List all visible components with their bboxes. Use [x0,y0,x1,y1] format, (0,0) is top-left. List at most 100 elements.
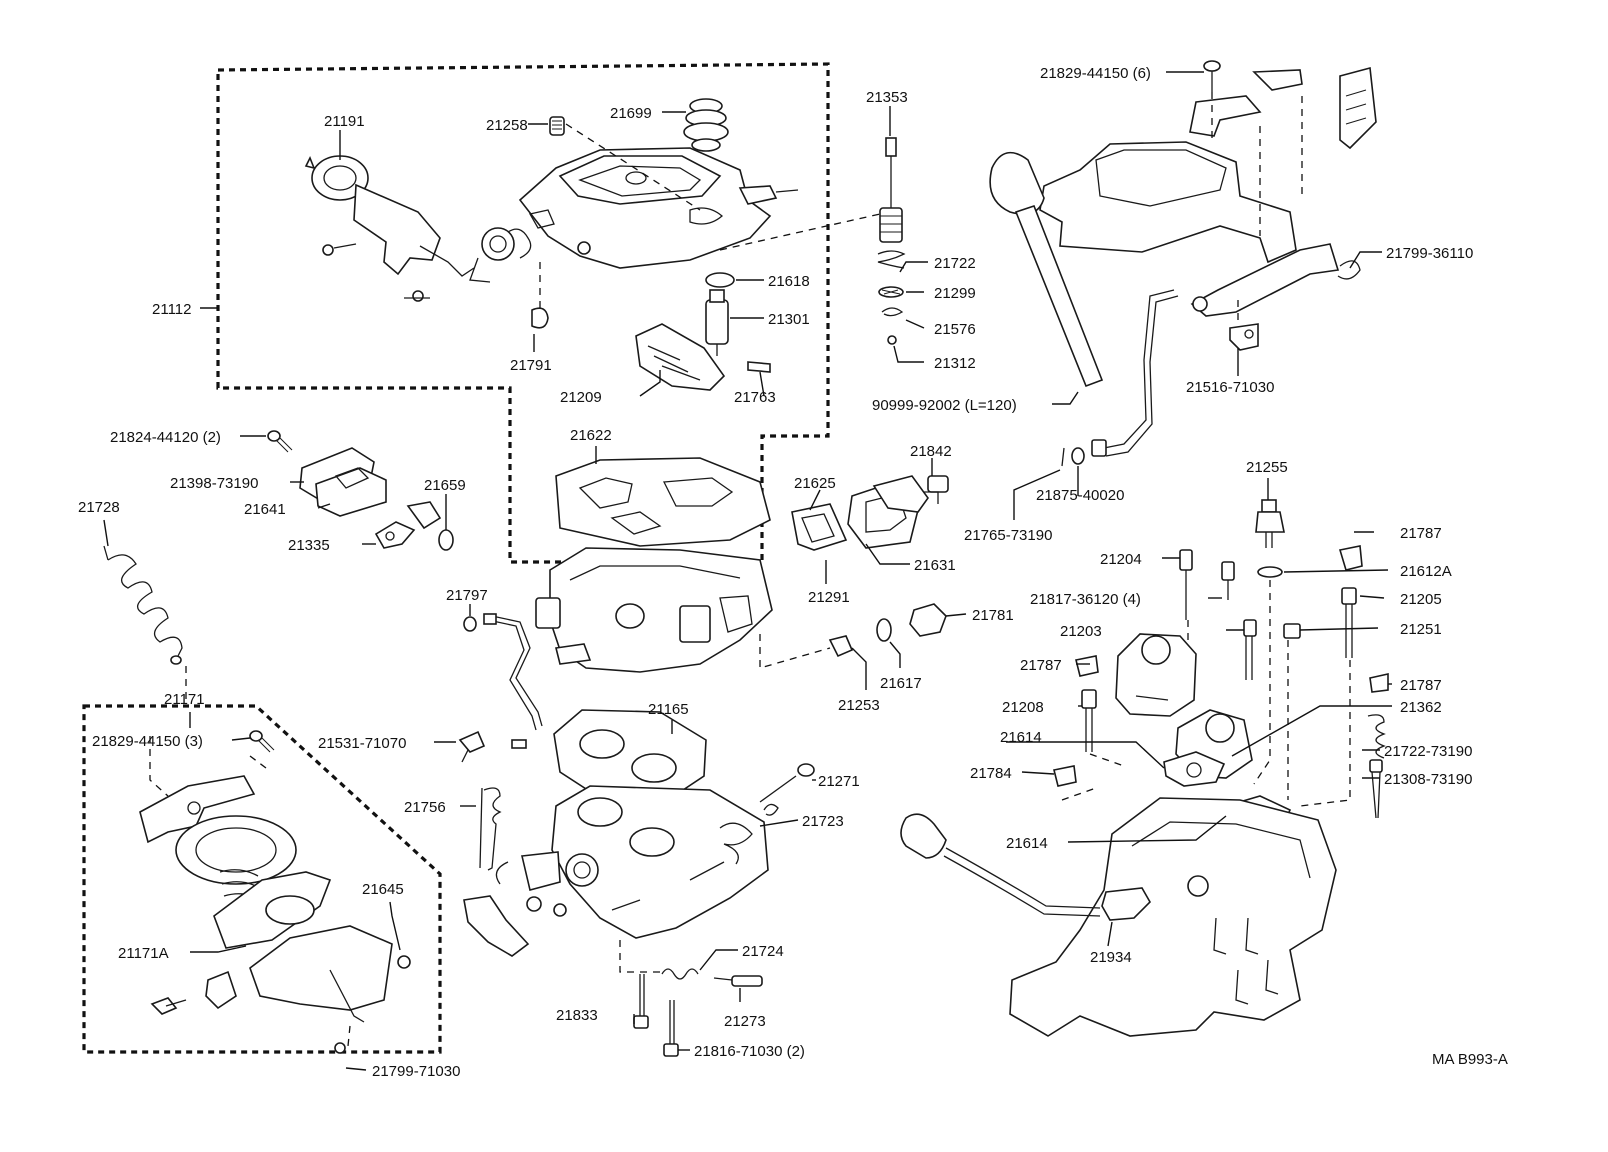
part-21203-jet [1243,619,1257,680]
label-21799-36110: 21799-36110 [1386,245,1473,262]
label-21353: 21353 [866,89,908,106]
part-21797-line [463,613,543,749]
label-21723: 21723 [802,813,844,830]
part-carb-base-body [1009,797,1337,1037]
alignment-dash-lines [149,92,1351,1047]
label-21312: 21312 [934,355,976,372]
label-21191: 21191 [324,113,365,130]
label-21516-71030: 21516-71030 [1186,379,1274,396]
label-21934: 21934 [1090,949,1132,966]
label-21787-c: 21787 [1400,677,1442,694]
part-21817-screw [1221,561,1235,600]
part-21258-plug [549,116,565,136]
part-throttle-lever [463,861,530,957]
label-21208: 21208 [1002,699,1044,716]
part-21251-plug [1283,623,1301,639]
label-21271: 21271 [818,773,860,790]
label-21756: 21756 [404,799,446,816]
part-21204-jet [1179,549,1193,620]
part-air-horn-body [518,147,799,269]
label-21797: 21797 [446,587,488,604]
part-21659-ring [438,529,454,551]
label-21724: 21724 [742,943,784,960]
part-21273-screw [713,975,763,987]
label-21273: 21273 [724,1013,766,1030]
label-21398-73190: 21398-73190 [170,475,258,492]
part-21171-small-bracket [150,970,237,1015]
part-21799-clip-lower [334,1042,346,1054]
label-21301: 21301 [768,311,810,328]
label-21335: 21335 [288,537,330,554]
part-21833-bolt [633,974,649,1029]
label-21622: 21622 [570,427,612,444]
assembly-frame-21112 [216,62,830,564]
label-21614-a: 21614 [1000,729,1042,746]
part-21625-gasket [791,503,848,551]
label-21165: 21165 [648,701,689,718]
part-21171A-diaphragm [213,871,332,949]
label-21842: 21842 [910,443,952,460]
label-21576: 21576 [934,321,976,338]
part-linkage-bracket [1039,66,1377,351]
part-21255-valve [1255,499,1285,578]
label-21531-71070: 21531-71070 [318,735,406,752]
part-21756-spring [479,787,502,871]
label-21875-40020: 21875-40020 [1036,487,1124,504]
part-21824-screw [267,430,293,453]
label-21203: 21203 [1060,623,1102,640]
label-21299: 21299 [934,285,976,302]
label-90999-92002: 90999-92002 (L=120) [872,397,1017,414]
part-21308-needle [1369,759,1383,819]
label-21112: 21112 [152,301,192,318]
part-21335-bracket [374,501,442,549]
label-21817-36120: 21817-36120 (4) [1030,591,1141,608]
part-21614-gasket-a [1163,751,1226,787]
label-21829-44150-3: 21829-44150 (3) [92,733,203,750]
part-main-body [535,547,773,673]
label-21255: 21255 [1246,459,1288,476]
part-21171-bracket [139,775,256,844]
label-21722-73190: 21722-73190 [1384,743,1472,760]
part-21781-plug [876,603,947,642]
label-21625: 21625 [794,475,836,492]
part-21353-needle-column [877,137,906,345]
part-21728-spring [103,545,183,665]
label-21816-71030: 21816-71030 (2) [694,1043,805,1060]
part-21787-plug-c [1369,673,1389,693]
part-21171-housing [175,815,297,901]
leader-lines [103,71,1392,1071]
label-21251: 21251 [1400,621,1442,638]
part-21816-bolt [663,1000,679,1057]
part-linkage-spring [469,227,532,283]
part-90999-hose [989,151,1104,388]
part-21165-gasket [553,709,707,801]
part-21531-clip [458,730,486,763]
label-21253: 21253 [838,697,880,714]
label-21645: 21645 [362,881,404,898]
label-21728: 21728 [78,499,120,516]
label-21612A: 21612A [1400,563,1452,580]
part-number-labels: 21112 21191 21258 21699 21353 21722 2161… [78,65,1508,1080]
label-21614-b: 21614 [1006,835,1048,852]
part-21631-gasket [847,475,929,549]
part-21208-jet [1081,689,1097,752]
label-21799-71030: 21799-71030 [372,1063,460,1080]
label-21787-a: 21787 [1400,525,1442,542]
label-21824-44120: 21824-44120 (2) [110,429,221,446]
part-21765-fuel-pipe [1061,289,1179,467]
part-21271-screw [759,763,815,816]
label-21787-b: 21787 [1020,657,1062,674]
label-21308-73190: 21308-73190 [1384,771,1472,788]
label-21258: 21258 [486,117,528,134]
part-21829-bolt-top [1203,60,1221,92]
assembly-frame-21171 [82,704,442,1054]
label-21171A: 21171A [118,945,169,962]
part-21787-plug-b [1075,655,1099,677]
label-21781: 21781 [972,607,1014,624]
label-21659: 21659 [424,477,466,494]
part-21253-plug [828,635,854,658]
label-21362: 21362 [1400,699,1442,716]
label-21171: 21171 [164,691,205,708]
label-21791: 21791 [510,357,552,374]
